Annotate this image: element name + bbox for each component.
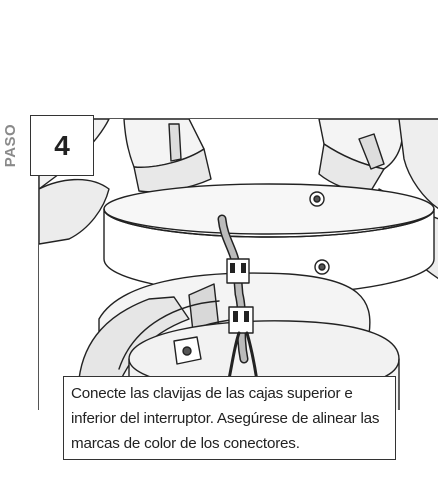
caption-text: Conecte las clavijas de las cajas superi… [71, 385, 380, 452]
step-label-text: PASO [2, 123, 20, 167]
fan-switch-housing-illustration [39, 119, 438, 410]
step-label: PASO [0, 114, 22, 176]
step-number-box: 4 [30, 115, 94, 176]
step-number: 4 [54, 129, 70, 161]
caption-box: Conecte las clavijas de las cajas superi… [63, 376, 396, 460]
illustration-frame [38, 118, 438, 410]
